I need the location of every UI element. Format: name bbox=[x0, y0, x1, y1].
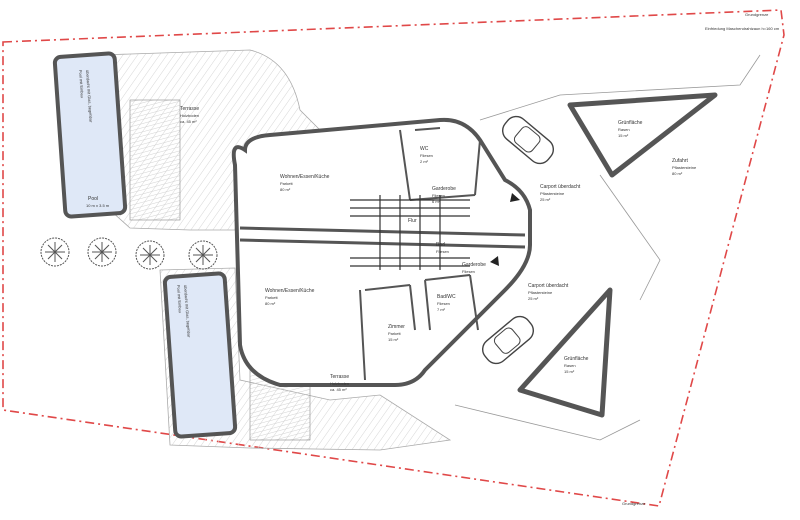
svg-text:ca. 45 m²: ca. 45 m² bbox=[180, 119, 197, 124]
svg-text:Wohnen/Essen/Küche: Wohnen/Essen/Küche bbox=[265, 288, 315, 294]
pool-upper-text-2: überdacht mit Glas, begehbar bbox=[85, 70, 94, 124]
svg-text:25 m²: 25 m² bbox=[528, 296, 539, 301]
svg-text:Parkett: Parkett bbox=[265, 295, 279, 300]
green-area-top bbox=[567, 92, 718, 178]
room-flur: Flur bbox=[408, 218, 417, 224]
pool-upper-text-1: Pool mit Einbau bbox=[78, 70, 85, 98]
room-carport-bottom: Carport überdacht Pflastersteine 25 m² bbox=[528, 283, 569, 301]
room-terrasse-bottom: Terrasse Holzboden ca. 45 m² bbox=[330, 374, 349, 392]
svg-text:Wohnen/Essen/Küche: Wohnen/Essen/Küche bbox=[280, 174, 330, 180]
pool-lower-text-1: Pool mit Einbau bbox=[176, 285, 183, 313]
svg-text:Terrasse: Terrasse bbox=[180, 106, 199, 112]
tree-icon bbox=[135, 240, 165, 270]
room-gruenflaeche-bottom: Grünfläche Rasen 15 m² bbox=[564, 356, 589, 374]
svg-text:Flur: Flur bbox=[408, 218, 417, 224]
room-zimmer: Zimmer Parkett 15 m² bbox=[388, 324, 405, 342]
svg-text:Pflastersteine: Pflastersteine bbox=[672, 165, 697, 170]
pool-upper-dims: 10 m x 3.5 m bbox=[86, 203, 110, 208]
svg-text:Pflastersteine: Pflastersteine bbox=[540, 191, 565, 196]
svg-text:WC: WC bbox=[420, 146, 429, 152]
svg-text:Zufahrt: Zufahrt bbox=[672, 158, 688, 164]
svg-text:Carport überdacht: Carport überdacht bbox=[540, 184, 581, 190]
svg-text:Fliesen: Fliesen bbox=[437, 301, 450, 306]
svg-text:Fliesen: Fliesen bbox=[432, 193, 445, 198]
room-wohnen-top: Wohnen/Essen/Küche Parkett 80 m² bbox=[280, 174, 330, 192]
car-icon bbox=[481, 315, 535, 365]
entrance-arrow-icon bbox=[510, 193, 520, 202]
interior-walls bbox=[359, 127, 481, 381]
svg-text:Garderobe: Garderobe bbox=[432, 186, 456, 192]
room-wc: WC Fliesen 2 m² bbox=[420, 146, 433, 164]
svg-text:Parkett: Parkett bbox=[280, 181, 294, 186]
svg-text:Holzboden: Holzboden bbox=[330, 381, 349, 386]
house-outer-wall bbox=[231, 117, 532, 387]
svg-text:Zimmer: Zimmer bbox=[388, 324, 405, 330]
svg-text:80 m²: 80 m² bbox=[672, 171, 683, 176]
boundary-label-bottom: Grundgrenze bbox=[622, 501, 646, 506]
svg-text:Grünfläche: Grünfläche bbox=[564, 356, 589, 362]
svg-text:7 m²: 7 m² bbox=[437, 307, 446, 312]
fence-label: Einfriedung Maschendrahtzaun h=160 cm bbox=[705, 26, 780, 31]
room-terrasse-top: Terrasse Holzboden ca. 45 m² bbox=[180, 106, 199, 124]
corridor-wall-top bbox=[239, 226, 526, 237]
svg-text:Holzboden: Holzboden bbox=[180, 113, 199, 118]
svg-text:6 m²: 6 m² bbox=[432, 199, 441, 204]
pool-lower bbox=[162, 271, 238, 439]
property-boundary bbox=[2, 9, 785, 507]
svg-text:2 m²: 2 m² bbox=[420, 159, 429, 164]
svg-text:25 m²: 25 m² bbox=[540, 197, 551, 202]
driveway-outline bbox=[454, 54, 761, 441]
svg-text:Fliesen: Fliesen bbox=[436, 249, 449, 254]
svg-text:Rasen: Rasen bbox=[564, 363, 576, 368]
room-garderobe-top: Garderobe Fliesen 6 m² bbox=[432, 186, 456, 204]
svg-text:Carport überdacht: Carport überdacht bbox=[528, 283, 569, 289]
svg-text:Fliesen: Fliesen bbox=[420, 153, 433, 158]
tree-icon bbox=[87, 237, 117, 267]
svg-text:Garderobe: Garderobe bbox=[462, 262, 486, 268]
room-gruenflaeche-top: Grünfläche Rasen 15 m² bbox=[618, 120, 643, 138]
entrance-arrow-icon bbox=[490, 256, 499, 266]
svg-text:Rasen: Rasen bbox=[618, 127, 630, 132]
svg-text:Bad: Bad bbox=[436, 242, 445, 248]
boundary-label-top: Grundgrenze bbox=[745, 12, 769, 17]
green-area-bottom bbox=[517, 287, 613, 418]
svg-text:15 m²: 15 m² bbox=[564, 369, 575, 374]
corridor-wall-bottom bbox=[239, 238, 526, 249]
tree-icon bbox=[40, 237, 70, 267]
room-zufahrt: Zufahrt Pflastersteine 80 m² bbox=[672, 158, 697, 176]
svg-text:ca. 45 m²: ca. 45 m² bbox=[330, 387, 347, 392]
room-bad-wc: Bad/WC Fliesen 7 m² bbox=[437, 294, 456, 312]
svg-text:Grünfläche: Grünfläche bbox=[618, 120, 643, 126]
svg-text:Pflastersteine: Pflastersteine bbox=[528, 290, 553, 295]
stair-block bbox=[350, 195, 470, 270]
tree-icon bbox=[188, 240, 218, 270]
car-icon bbox=[501, 115, 555, 165]
room-carport-top: Carport überdacht Pflastersteine 25 m² bbox=[540, 184, 581, 202]
room-wohnen-bottom: Wohnen/Essen/Küche Parkett 80 m² bbox=[265, 288, 315, 306]
svg-text:Terrasse: Terrasse bbox=[330, 374, 349, 380]
svg-text:Fliesen: Fliesen bbox=[462, 269, 475, 274]
svg-text:80 m²: 80 m² bbox=[280, 187, 291, 192]
pool-upper-name: Pool bbox=[88, 196, 98, 202]
pool-upper bbox=[52, 51, 128, 219]
pool-lower-text-2: überdacht mit Glas, begehbar bbox=[183, 285, 192, 339]
svg-text:Bad/WC: Bad/WC bbox=[437, 294, 456, 300]
deck-top bbox=[129, 99, 181, 221]
room-garderobe-bottom: Garderobe Fliesen bbox=[462, 262, 486, 274]
room-bad: Bad Fliesen bbox=[436, 242, 449, 254]
svg-text:15 m²: 15 m² bbox=[618, 133, 629, 138]
svg-text:15 m²: 15 m² bbox=[388, 337, 399, 342]
svg-text:Parkett: Parkett bbox=[388, 331, 402, 336]
svg-text:80 m²: 80 m² bbox=[265, 301, 276, 306]
